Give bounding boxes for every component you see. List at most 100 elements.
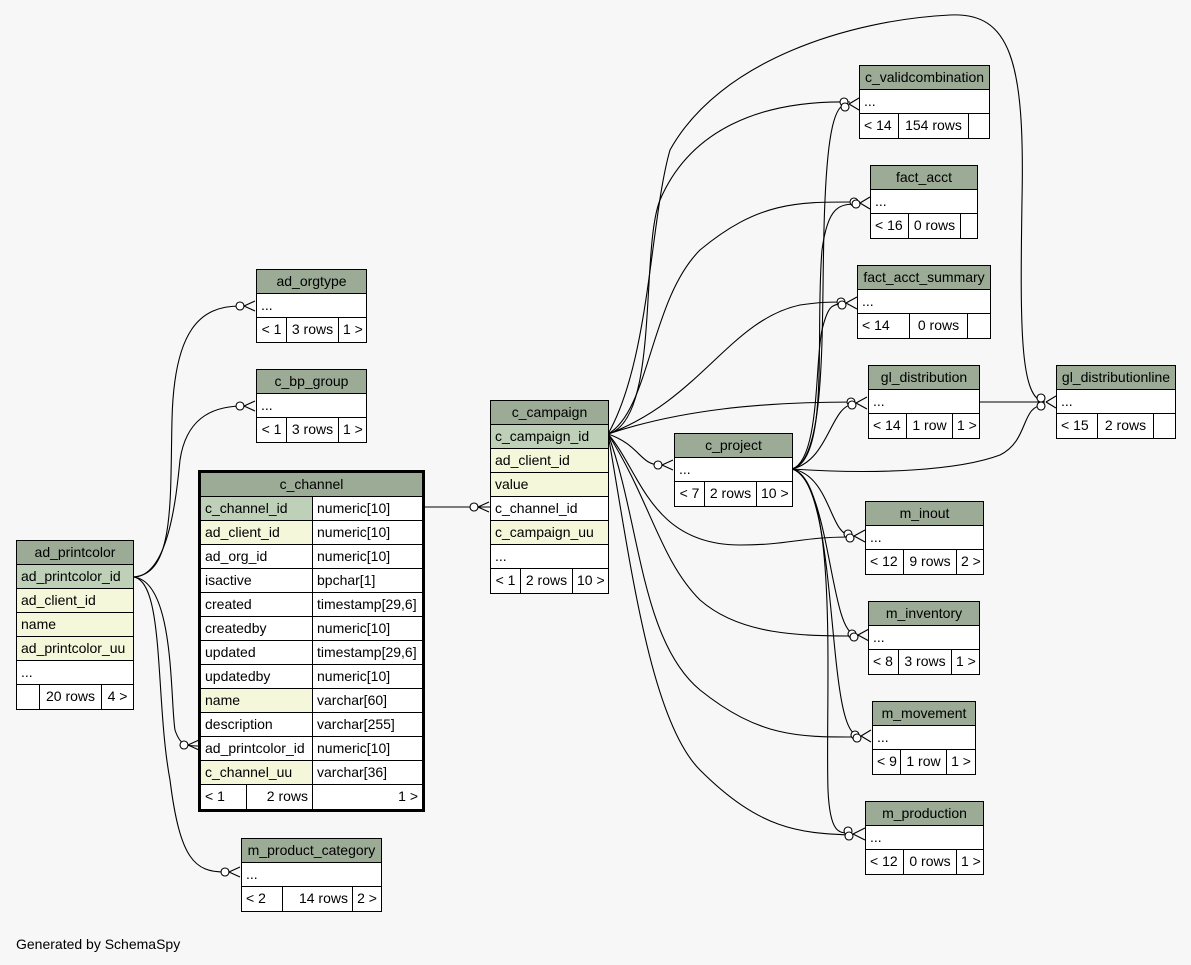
column-name: isactive <box>205 572 252 588</box>
link-project-gldist <box>791 403 856 470</box>
parent-count: < 12 <box>870 553 898 569</box>
link-project-production <box>791 468 851 834</box>
column-type: timestamp[29,6] <box>312 593 422 616</box>
child-count <box>968 114 989 138</box>
column-name: createdby <box>205 620 267 636</box>
table-gl-distributionline[interactable]: gl_distributionline ... < 15 2 rows <box>1056 365 1176 439</box>
row-count: 2 rows <box>1097 414 1153 438</box>
table-m-production[interactable]: m_production ... < 12 0 rows 1 > <box>865 801 984 875</box>
child-count: 1 > <box>951 650 979 674</box>
parent-count: < 1 <box>495 572 516 588</box>
column-name: ... <box>1061 393 1073 409</box>
table-m-inout[interactable]: m_inout ... < 12 9 rows 2 > <box>865 501 984 575</box>
parent-count: < 1 <box>261 421 282 437</box>
table-header[interactable]: fact_acct <box>871 166 977 190</box>
column-type: varchar[36] <box>312 761 422 784</box>
parent-count: < 8 <box>873 653 893 669</box>
column-name: ... <box>873 393 885 409</box>
column-name: ... <box>21 664 33 680</box>
row-count: 1 row <box>900 750 946 774</box>
column-name: ... <box>862 293 874 309</box>
link-project-factacct <box>791 203 859 470</box>
table-header[interactable]: c_campaign <box>491 401 608 425</box>
link-campaign-production <box>607 433 851 836</box>
column-name: c_campaign_uu <box>495 524 594 540</box>
parent-count: < 1 <box>261 321 282 337</box>
link-campaign-inventory <box>607 433 856 637</box>
table-header[interactable]: gl_distributionline <box>1057 366 1175 390</box>
column-name: updated <box>205 644 256 660</box>
parent-count: < 9 <box>877 753 897 769</box>
link-campaign-project <box>607 433 661 466</box>
table-m-product-category[interactable]: m_product_category ... < 2 14 rows 2 > <box>241 838 382 912</box>
parent-count: < 14 <box>864 117 892 133</box>
table-c-campaign[interactable]: c_campaign c_campaign_id ad_client_id va… <box>490 400 609 594</box>
row-count: 2 rows <box>704 482 756 506</box>
child-count: 1 > <box>338 418 366 442</box>
row-count: 0 rows <box>908 214 960 238</box>
column-name: c_channel_id <box>201 497 312 520</box>
table-m-movement[interactable]: m_movement ... < 9 1 row 1 > <box>872 701 976 775</box>
table-header[interactable]: fact_acct_summary <box>858 266 990 290</box>
table-ad-printcolor[interactable]: ad_printcolor ad_printcolor_id ad_client… <box>16 540 134 710</box>
column-name: ... <box>261 297 273 313</box>
child-count: 4 > <box>101 685 133 709</box>
table-header[interactable]: m_movement <box>873 702 975 726</box>
link-campaign-inout <box>607 433 851 546</box>
table-fact-acct-summary[interactable]: fact_acct_summary ... < 14 0 rows <box>857 265 991 339</box>
table-header[interactable]: c_channel <box>201 473 422 497</box>
column-type: numeric[10] <box>312 617 422 640</box>
column-name: name <box>201 689 312 712</box>
table-header[interactable]: c_bp_group <box>257 370 366 394</box>
child-count: 1 > <box>312 785 422 809</box>
child-count: 10 > <box>572 569 608 593</box>
column-name: ... <box>870 829 882 845</box>
table-header[interactable]: m_product_category <box>242 839 381 863</box>
link-campaign-gldistline <box>607 14 1046 435</box>
generated-by-label: Generated by SchemaSpy <box>16 936 181 952</box>
link-project-inout <box>791 468 851 536</box>
table-ad-orgtype[interactable]: ad_orgtype ... < 1 3 rows 1 > <box>256 269 367 343</box>
column-name: c_channel_id <box>495 500 578 516</box>
parent-count: < 16 <box>875 217 903 233</box>
column-name: description <box>205 716 273 732</box>
table-fact-acct[interactable]: fact_acct ... < 16 0 rows <box>870 165 978 239</box>
link-campaign-movement <box>607 433 859 738</box>
column-name: ... <box>246 866 258 882</box>
column-name: name <box>21 616 57 632</box>
column-type: numeric[10] <box>312 521 422 544</box>
child-count <box>960 214 977 238</box>
column-name: ... <box>495 548 507 564</box>
table-m-inventory[interactable]: m_inventory ... < 8 3 rows 1 > <box>868 601 980 675</box>
column-name: updatedby <box>205 668 271 684</box>
column-name: ad_client_id <box>201 521 312 544</box>
table-header[interactable]: c_validcombination <box>860 66 989 90</box>
column-name: ad_org_id <box>205 548 268 564</box>
table-gl-distribution[interactable]: gl_distribution ... < 14 1 row 1 > <box>868 365 980 439</box>
table-header[interactable]: c_project <box>675 434 792 458</box>
parent-count: < 1 <box>205 788 225 804</box>
column-name: c_campaign_id <box>495 428 590 444</box>
table-header[interactable]: ad_printcolor <box>17 541 133 565</box>
column-type: numeric[10] <box>312 665 422 688</box>
table-c-bp-group[interactable]: c_bp_group ... < 1 3 rows 1 > <box>256 369 367 443</box>
link-printcolor-channel <box>132 576 201 747</box>
table-c-validcombination[interactable]: c_validcombination ... < 14 154 rows <box>859 65 990 139</box>
table-header[interactable]: gl_distribution <box>869 366 979 390</box>
link-project-validcomb <box>791 103 848 470</box>
parent-count: < 2 <box>246 890 266 906</box>
child-count: 1 > <box>338 318 366 342</box>
table-header[interactable]: m_production <box>866 802 983 826</box>
row-count: 14 rows <box>282 887 352 911</box>
parent-count: < 15 <box>1061 417 1089 433</box>
column-type: numeric[10] <box>312 545 422 568</box>
row-count: 20 rows <box>39 685 101 709</box>
table-c-project[interactable]: c_project ... < 7 2 rows 10 > <box>674 433 793 507</box>
parent-count <box>17 685 39 709</box>
table-header[interactable]: m_inventory <box>869 602 979 626</box>
row-count: 0 rows <box>903 850 956 874</box>
table-header[interactable]: ad_orgtype <box>257 270 366 294</box>
table-header[interactable]: m_inout <box>866 502 983 526</box>
column-type: numeric[10] <box>312 737 422 760</box>
